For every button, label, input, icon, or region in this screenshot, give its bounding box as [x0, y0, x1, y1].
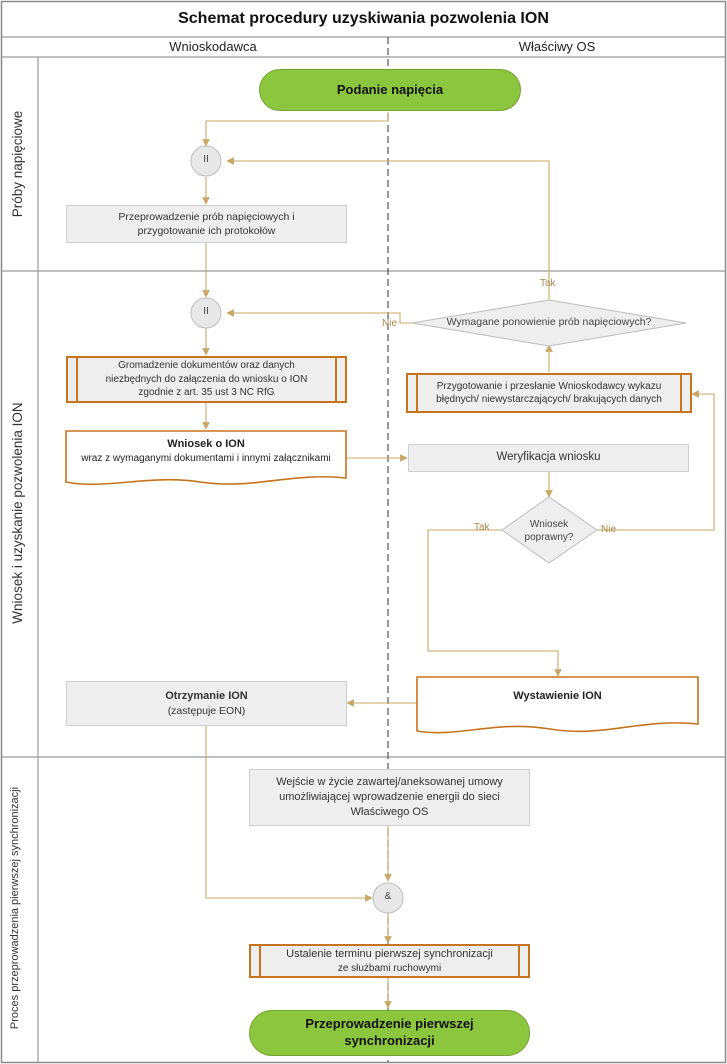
- edge-receive-to-and: [205, 726, 373, 902]
- gather-line-2: niezbędnych do załączenia do wniosku o I…: [105, 373, 308, 385]
- doc-issue-shape: [416, 676, 699, 734]
- lane-header-operator: Właściwy OS: [518, 39, 596, 55]
- process-voltage-tests: Przeprowadzenie prób napięciowych i przy…: [66, 205, 347, 243]
- decision-ok-shape: [501, 496, 598, 564]
- start-terminal: Podanie napięcia: [259, 69, 521, 111]
- verification-label: Weryfikacja wniosku: [496, 451, 601, 464]
- start-terminal-label: Podanie napięcia: [336, 82, 444, 98]
- subprocess-gather-documents: Gromadzenie dokumentów oraz danych niezb…: [66, 356, 347, 403]
- lane-header-applicant: Wnioskodawca: [169, 39, 257, 55]
- voltage-tests-line-1: Przeprowadzenie prób napięciowych i: [118, 210, 295, 223]
- doc-issue: Wystawienie ION: [417, 689, 698, 704]
- subprocess-schedule-sync: Ustalenie terminu pierwszej synchronizac…: [249, 944, 530, 978]
- subprocess-bar-left: [259, 946, 261, 976]
- prepare-line-2: błędnych/ niewystarczających/ brakującyc…: [436, 394, 662, 405]
- phase-label-synchronization: Proces przeprowadzenia pierwszej synchro…: [9, 786, 21, 1030]
- doc-application-title: Wniosek o ION: [167, 438, 245, 450]
- edge-repeat-no-to-gw2: [226, 309, 412, 324]
- contract-line-1: Wejście w życie zawartej/aneksowanej umo…: [276, 776, 503, 789]
- contract-line-3: Właściwego OS: [350, 805, 429, 818]
- prepare-line-1: Przygotowanie i przesłanie Wnioskodawcy …: [436, 380, 662, 392]
- edge-label-repeat-yes: Tak: [540, 278, 556, 289]
- subprocess-bar-left: [416, 375, 418, 411]
- gateway-1-symbol: II: [203, 154, 209, 165]
- doc-application: Wniosek o ION wraz z wymaganymi dokument…: [66, 437, 346, 465]
- edge-start-to-gw1: [202, 112, 389, 147]
- process-contract: Wejście w życie zawartej/aneksowanej umo…: [249, 769, 530, 826]
- subprocess-bar-right: [518, 946, 520, 976]
- subprocess-bar-right: [335, 358, 337, 401]
- parallel-gateway-1: [190, 145, 222, 177]
- process-receive-ion: Otrzymanie ION (zastępuje EON): [66, 681, 347, 726]
- parallel-gateway-2: [190, 297, 222, 329]
- decision-repeat-label: Wymagane ponowienie prób napięciowych?: [446, 316, 652, 328]
- voltage-tests-line-2: przygotowanie ich protokołów: [137, 225, 276, 237]
- subprocess-prepare-deficiency-list: Przygotowanie i przesłanie Wnioskodawcy …: [406, 373, 692, 413]
- schedule-line-2: ze służbami ruchowymi: [337, 962, 442, 974]
- and-gateway: [372, 882, 404, 914]
- phase-label-application: Wniosek i uzyskanie pozwolenia ION: [10, 402, 25, 624]
- doc-issue-title: Wystawienie ION: [513, 690, 602, 702]
- edge-decision-yes-to-issue: [427, 529, 562, 677]
- end-terminal-line-1: Przeprowadzenie pierwszej: [305, 1016, 474, 1032]
- doc-application-subtitle: wraz z wymaganymi dokumentami i innymi z…: [81, 452, 331, 464]
- contract-line-2: umożliwiającej wprowadzenie energii do s…: [279, 791, 500, 804]
- decision-ok-line-1: Wniosek: [529, 519, 569, 530]
- edge-label-ok-yes: Tak: [474, 522, 490, 533]
- gather-line-3: zgodnie z art. 35 ust 3 NC RfG: [138, 387, 275, 399]
- phase-label-voltage-tests: Próby napięciowe: [10, 110, 25, 218]
- and-gateway-symbol: &: [384, 891, 392, 902]
- subprocess-bar-left: [76, 358, 78, 401]
- doc-application-shape: [65, 430, 347, 486]
- edge-decision-no-to-prep: [597, 390, 715, 531]
- end-terminal-line-2: synchronizacji: [344, 1033, 435, 1048]
- end-terminal: Przeprowadzenie pierwszej synchronizacji: [249, 1010, 530, 1056]
- edge-label-repeat-no: Nie: [382, 318, 398, 329]
- gather-line-1: Gromadzenie dokumentów oraz danych: [118, 360, 295, 372]
- edge-repeat-yes-to-gw1: [226, 157, 550, 300]
- process-verification: Weryfikacja wniosku: [408, 444, 689, 472]
- page-title: Schemat procedury uzyskiwania pozwolenia…: [178, 10, 549, 28]
- gateway-2-symbol: II: [203, 306, 209, 317]
- decision-repeat-shape: [411, 299, 687, 347]
- edge-label-ok-no: Nie: [601, 524, 617, 535]
- receive-subtitle: (zastępuje EON): [167, 704, 246, 717]
- subprocess-bar-right: [680, 375, 682, 411]
- receive-title: Otrzymanie ION: [165, 689, 248, 702]
- schedule-line-1: Ustalenie terminu pierwszej synchronizac…: [286, 947, 493, 960]
- decision-ok-label: Wniosek poprawny?: [509, 518, 589, 544]
- decision-ok-line-2: poprawny?: [524, 532, 574, 543]
